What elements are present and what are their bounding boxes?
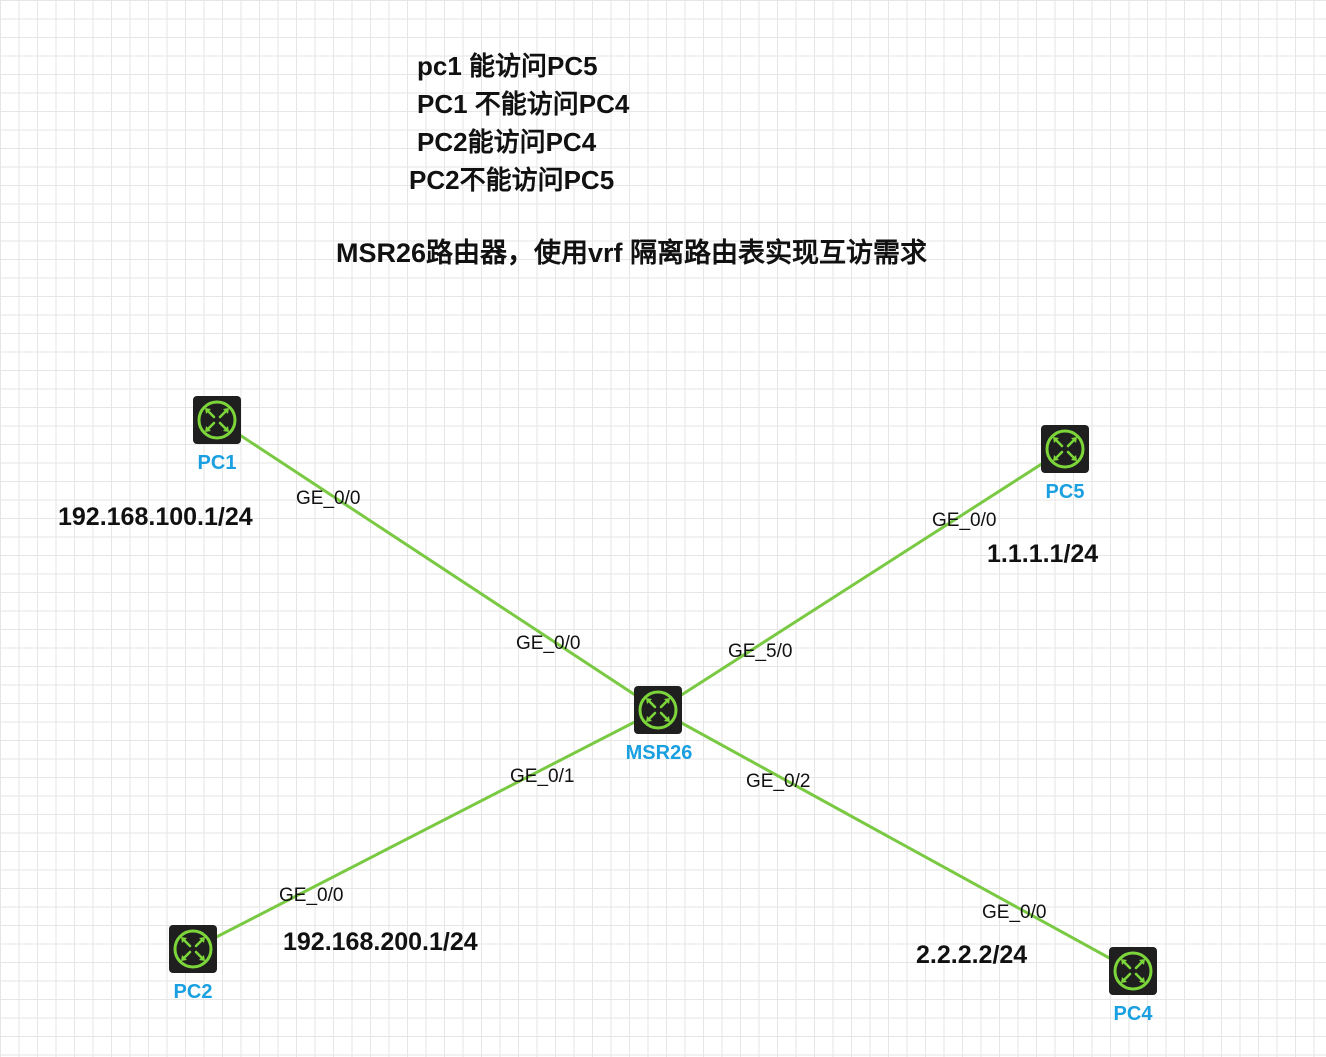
link-pc5-msr26[interactable] xyxy=(657,447,1066,712)
router-icon xyxy=(193,396,241,444)
ip-label-pc4: 2.2.2.2/24 xyxy=(916,941,1028,969)
requirement-4: PC2不能访问PC5 xyxy=(409,165,615,195)
port-label-pc1: GE_0/0 xyxy=(296,488,361,509)
ip-label-pc5: 1.1.1.1/24 xyxy=(987,540,1099,568)
port-label-pc2: GE_0/0 xyxy=(279,885,344,906)
diagram-title: MSR26路由器，使用vrf 隔离路由表实现互访需求 xyxy=(336,238,928,268)
device-label-pc4: PC4 xyxy=(1113,1003,1153,1025)
requirement-2: PC1 不能访问PC4 xyxy=(417,89,630,119)
port-label-msr26-pc4: GE_0/2 xyxy=(746,771,811,792)
requirement-1: pc1 能访问PC5 xyxy=(417,51,598,81)
port-label-msr26-pc5: GE_5/0 xyxy=(728,641,793,662)
port-label-pc4: GE_0/0 xyxy=(982,902,1047,923)
device-label-pc5: PC5 xyxy=(1045,481,1085,503)
device-msr26[interactable] xyxy=(633,685,683,735)
router-icon xyxy=(1041,425,1089,473)
link-pc1-msr26[interactable] xyxy=(216,418,659,712)
router-icon xyxy=(169,925,217,973)
link-pc2-msr26[interactable] xyxy=(192,708,659,951)
requirement-3: PC2能访问PC4 xyxy=(417,127,597,157)
device-pc2[interactable] xyxy=(168,924,218,974)
device-pc5[interactable] xyxy=(1040,424,1090,474)
ip-label-pc1: 192.168.100.1/24 xyxy=(58,503,253,531)
device-pc4[interactable] xyxy=(1108,946,1158,996)
router-icon xyxy=(634,686,682,734)
port-label-pc5: GE_0/0 xyxy=(932,510,997,531)
port-label-msr26-pc1: GE_0/0 xyxy=(516,633,581,654)
ip-label-pc2: 192.168.200.1/24 xyxy=(283,928,478,956)
link-pc4-msr26[interactable] xyxy=(657,708,1134,973)
router-icon xyxy=(1109,947,1157,995)
device-label-pc2: PC2 xyxy=(173,981,213,1003)
device-label-pc1: PC1 xyxy=(197,452,237,474)
device-pc1[interactable] xyxy=(192,395,242,445)
device-label-msr26: MSR26 xyxy=(625,742,693,764)
port-label-msr26-pc2: GE_0/1 xyxy=(510,766,575,787)
